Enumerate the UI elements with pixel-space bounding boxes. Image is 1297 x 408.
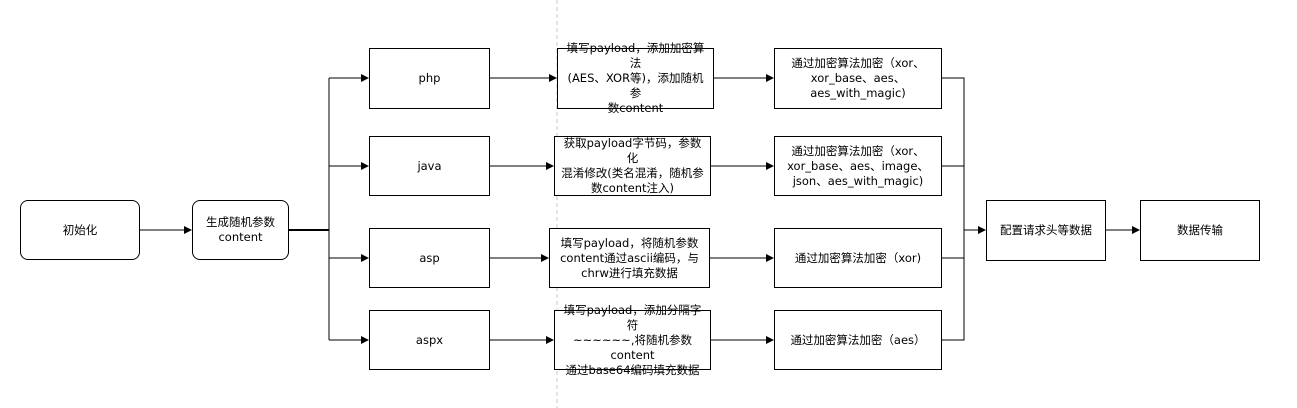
asp-node: asp — [369, 228, 490, 288]
java-encrypt-node: 通过加密算法加密（xor、 xor_base、aes、image、 json、a… — [774, 136, 942, 196]
php-process-node: 填写payload，添加加密算法 (AES、XOR等)，添加随机参 数conte… — [557, 41, 714, 115]
php-encrypt-node: 通过加密算法加密（xor、 xor_base、aes、 aes_with_mag… — [774, 48, 942, 109]
config-headers-node: 配置请求头等数据 — [986, 200, 1106, 261]
data-transfer-node: 数据传输 — [1140, 200, 1260, 261]
connector-asp-enc-merge — [942, 230, 965, 259]
aspx-process-node: 填写payload，添加分隔字符 ~~~~~~,将随机参数content 通过b… — [554, 303, 711, 377]
connector-php-enc-merge — [942, 77, 965, 230]
php-node: php — [369, 48, 490, 109]
aspx-encrypt-node: 通过加密算法加密（aes） — [774, 310, 942, 370]
generate-content-node: 生成随机参数 content — [192, 200, 289, 260]
init-node: 初始化 — [20, 200, 140, 260]
asp-process-node: 填写payload，将随机参数 content通过ascii编码，与 chrw进… — [549, 228, 710, 288]
aspx-node: aspx — [369, 310, 490, 370]
connector-aspx-enc-merge — [942, 230, 965, 341]
java-node: java — [369, 136, 490, 196]
java-process-node: 获取payload字节码，参数化 混淆修改(类名混淆，随机参 数content注… — [554, 136, 711, 196]
asp-encrypt-node: 通过加密算法加密（xor) — [774, 228, 942, 288]
